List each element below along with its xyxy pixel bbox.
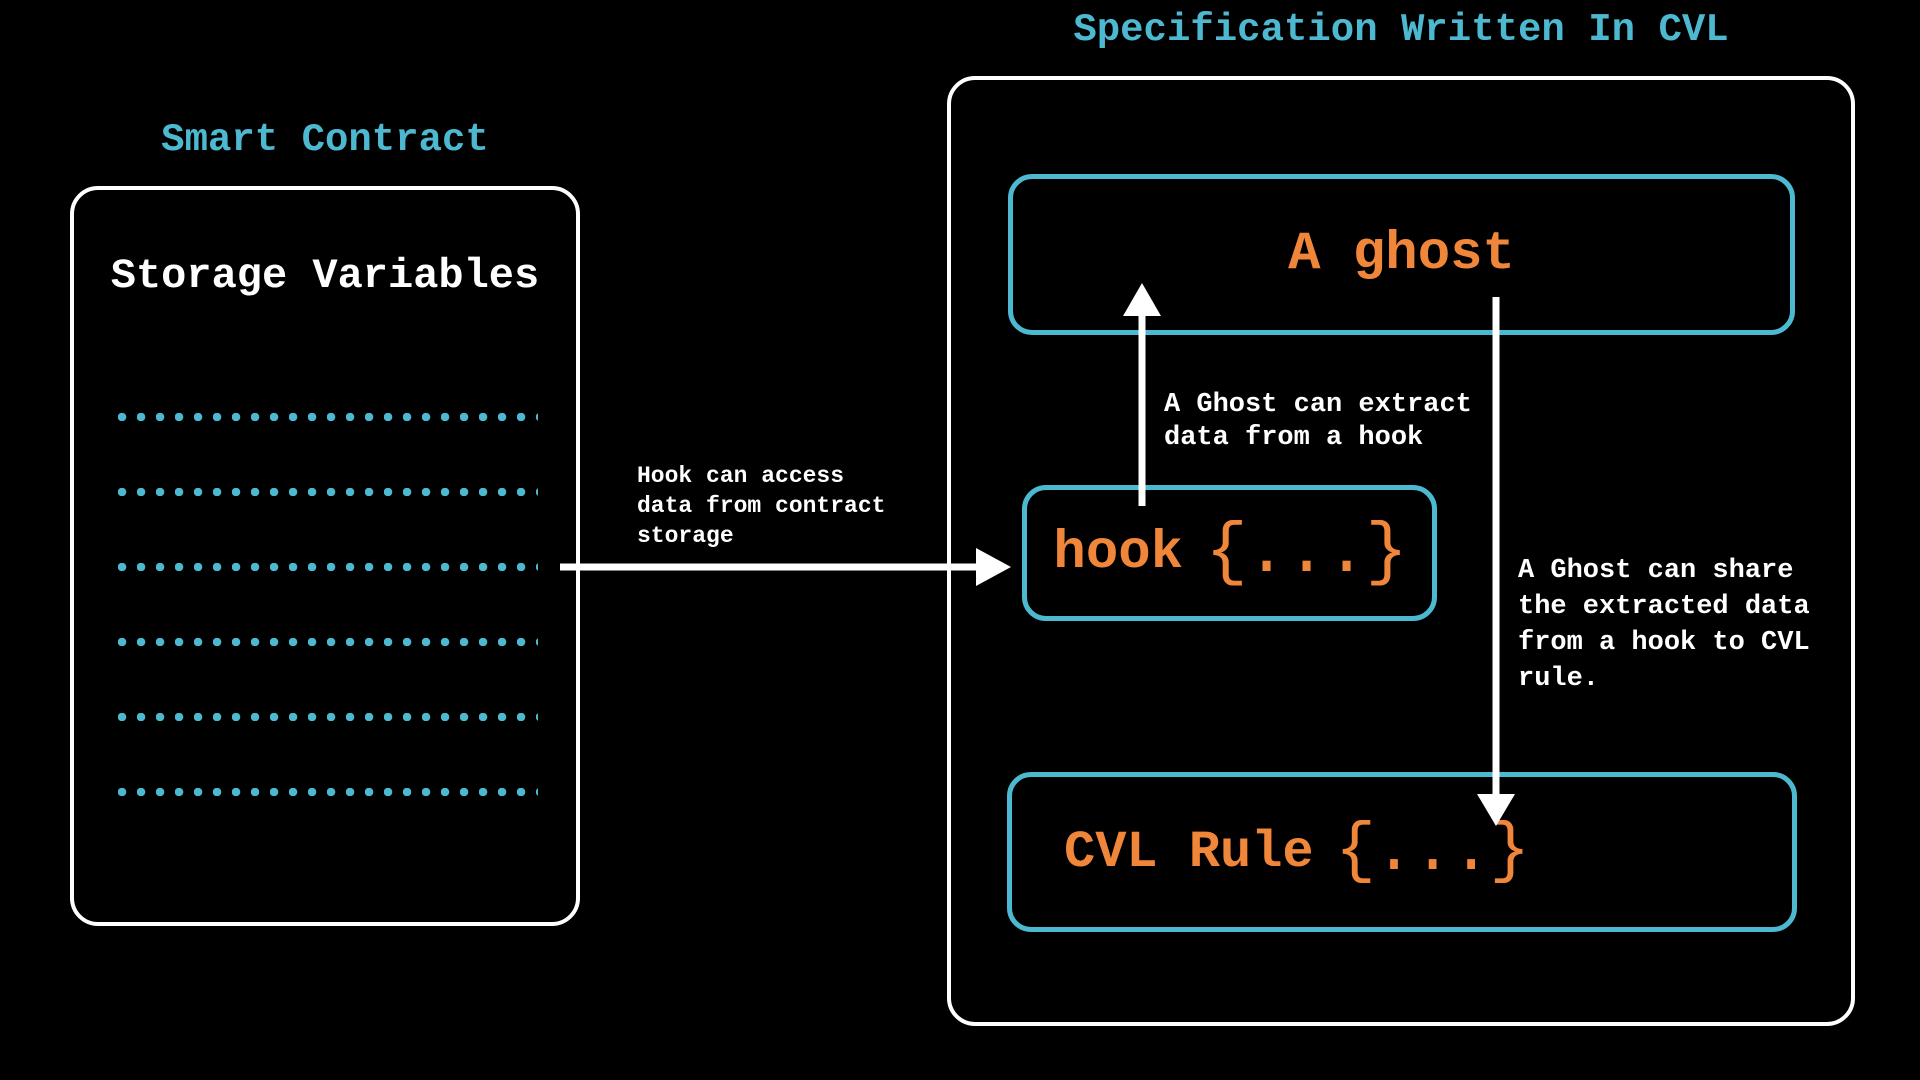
hook-box: hook {...}	[1022, 485, 1437, 621]
cvl-rule-box-braces: {...}	[1335, 814, 1530, 890]
hook-box-label: hook	[1053, 522, 1184, 584]
specification-panel-box	[947, 76, 1855, 1026]
storage-dotted-row	[118, 788, 538, 796]
ghost-box: A ghost	[1008, 174, 1795, 335]
cvl-rule-box: CVL Rule {...}	[1007, 772, 1797, 932]
storage-dotted-row	[118, 713, 538, 721]
cvl-rule-box-label: CVL Rule	[1064, 822, 1314, 882]
smart-contract-title: Smart Contract	[161, 118, 489, 162]
storage-dotted-row	[118, 638, 538, 646]
ghost-share-annotation: A Ghost can share the extracted data fro…	[1518, 556, 1810, 694]
hook-access-annotation: Hook can access data from contract stora…	[637, 463, 886, 549]
storage-to-hook-arrow	[560, 548, 1011, 586]
ghost-box-label: A ghost	[1288, 224, 1515, 285]
specification-panel-title: Specification Written In CVL	[1073, 8, 1729, 52]
storage-dotted-row	[118, 563, 538, 571]
smart-contract-box: Storage Variables	[70, 186, 580, 926]
storage-variables-label: Storage Variables	[110, 252, 540, 300]
hook-box-braces: {...}	[1205, 513, 1408, 593]
storage-dotted-row	[118, 488, 538, 496]
storage-dotted-row	[118, 413, 538, 421]
storage-dotted-lines	[118, 413, 538, 863]
ghost-extract-annotation: A Ghost can extract data from a hook	[1164, 390, 1472, 453]
